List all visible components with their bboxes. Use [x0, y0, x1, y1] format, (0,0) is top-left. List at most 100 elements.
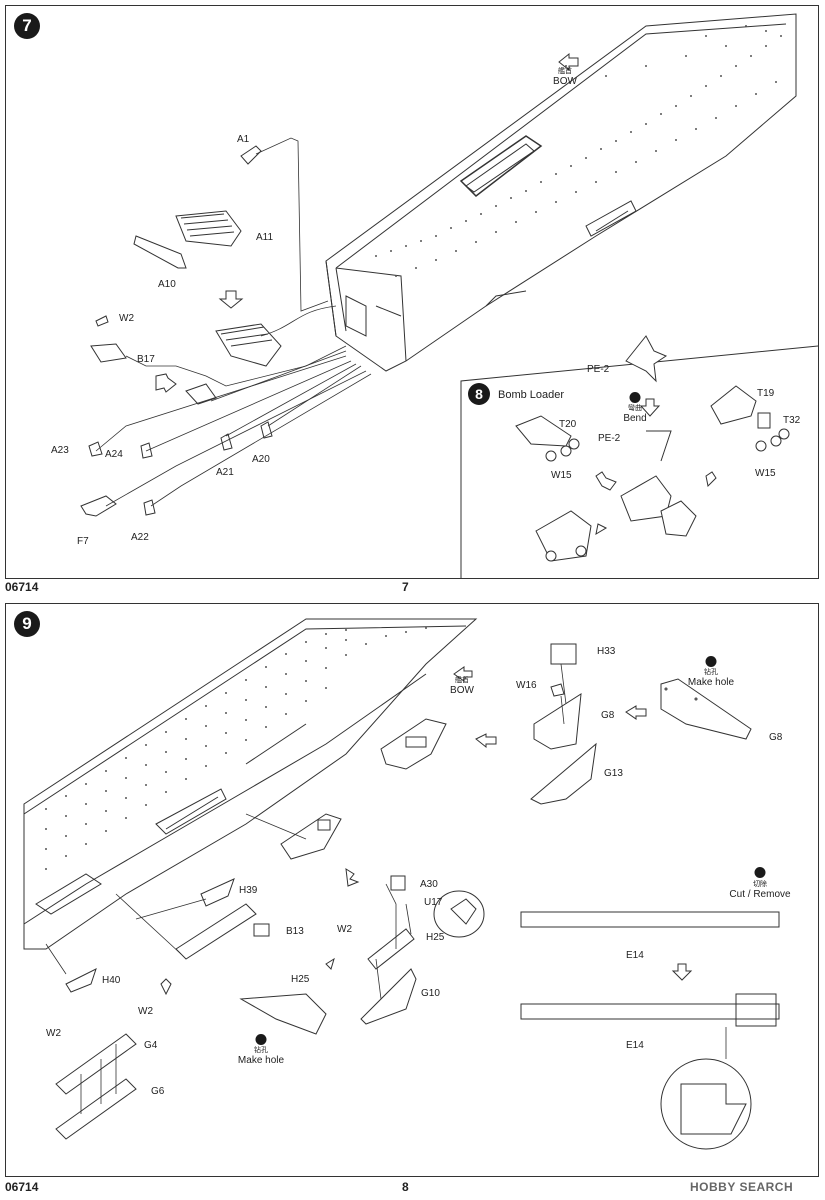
part-h39 [200, 878, 235, 907]
part-w2 [95, 315, 109, 327]
part-h40 [65, 968, 97, 993]
cut-remove-label-en: Cut / Remove [729, 889, 791, 900]
part-label-w2: W2 [119, 313, 134, 324]
step-9-badge: 9 [14, 611, 40, 637]
bomb-loader-left-frame [515, 415, 572, 447]
make-hole-label-cn-2: 钻孔 [254, 1047, 268, 1054]
make-hole-icon-2 [255, 1034, 267, 1045]
part-label-g8-assembly: G8 [601, 710, 615, 721]
part-label-g4: G4 [144, 1040, 158, 1051]
page-7-number: 7 [402, 580, 409, 594]
part-label-a11: A11 [256, 232, 274, 243]
step-7-badge: 7 [14, 13, 40, 39]
hull-section-stern [23, 618, 478, 950]
part-g10 [360, 968, 417, 1025]
cut-remove-label-cn: 切除 [753, 881, 767, 888]
leader-lines [95, 137, 372, 507]
part-b13 [253, 923, 270, 937]
part-label-a10: A10 [158, 279, 176, 290]
bow-label-en-2: BOW [450, 685, 474, 696]
bow-direction-arrow [558, 52, 579, 72]
bow-direction-arrow [453, 666, 473, 682]
step-7-panel: 7 艦首 BOW A1 A11 A10 W2 B17 A23 A24 A21 A… [5, 5, 819, 579]
part-w16 [550, 683, 565, 697]
part-a1 [240, 145, 262, 165]
part-h33 [550, 643, 577, 665]
make-hole-label-en-2: Make hole [237, 1055, 285, 1066]
step-9-drawing [23, 618, 780, 1150]
part-label-a24: A24 [105, 449, 123, 460]
cut-remove-icon [754, 867, 766, 878]
part-label-b13: B13 [286, 926, 304, 937]
part-label-a20: A20 [252, 454, 270, 465]
step-9-arrows [160, 705, 693, 996]
part-a23 [88, 441, 103, 457]
diagonal-arrow [155, 373, 177, 393]
step-7-drawing [80, 13, 818, 578]
part-label-h33: H33 [597, 646, 616, 657]
part-f7 [80, 495, 117, 517]
bend-label-cn: 彎曲 [628, 405, 642, 412]
part-h25 [239, 993, 327, 1035]
part-pe2-bottom [646, 430, 672, 462]
part-label-b17: B17 [137, 354, 155, 365]
bomb-loader-right-frame [710, 385, 757, 425]
part-label-w16: W16 [516, 680, 537, 691]
part-a21 [220, 433, 233, 451]
bend-label-en: Bend [623, 413, 647, 424]
part-label-h25-mounted: H25 [426, 932, 445, 943]
part-label-e14-top: E14 [626, 950, 644, 961]
part-h25-mounted [367, 928, 415, 970]
part-a30 [390, 875, 406, 891]
step-7-parts [80, 145, 282, 517]
e14-detail-callout [660, 1058, 752, 1150]
bomb-loader-assembly-b [660, 500, 697, 537]
part-a10 [133, 235, 187, 269]
bow-label-cn: 艦首 [558, 68, 572, 75]
part-label-pe2-top: PE-2 [587, 364, 610, 375]
part-label-a30: A30 [420, 879, 438, 890]
part-label-g6: G6 [151, 1086, 165, 1097]
part-label-a22: A22 [131, 532, 149, 543]
part-label-a1: A1 [237, 134, 250, 145]
step-9-leader-lines [45, 663, 727, 1114]
part-u17-callout [433, 890, 485, 938]
part-label-a21: A21 [216, 467, 234, 478]
part-label-u17: U17 [424, 897, 443, 908]
bow-label-en: BOW [553, 76, 577, 87]
part-pe2-top [625, 335, 668, 383]
part-h39-base [175, 903, 257, 960]
step-9-parts [55, 643, 780, 1150]
step-8-arrows [595, 398, 717, 536]
part-label-w2-top: W2 [138, 1006, 153, 1017]
part-g8 [660, 678, 752, 740]
part-label-pe2-bottom: PE-2 [598, 433, 621, 444]
part-small-bracket [185, 383, 217, 405]
page-7-catalog-number: 06714 [5, 580, 39, 594]
assembly-platform [280, 813, 342, 860]
part-label-g8: G8 [769, 732, 783, 743]
bomb-loader-assembly-a [620, 475, 672, 522]
part-b17 [90, 343, 127, 363]
part-label-f7: F7 [77, 536, 89, 547]
e14-detail-box [735, 993, 777, 1027]
bow-label-cn-2: 艦首 [455, 677, 469, 684]
part-label-w15-right: W15 [755, 468, 776, 479]
part-label-t32: T32 [783, 415, 801, 426]
hull-section-bow [325, 13, 797, 372]
part-deck-edge [215, 323, 282, 367]
part-label-e14-bottom: E14 [626, 1040, 644, 1051]
part-g8-assembly [533, 693, 582, 750]
part-label-g10: G10 [421, 988, 440, 999]
step-8-border [460, 345, 818, 578]
page-8-catalog-number: 06714 [5, 1180, 39, 1194]
make-hole-label-cn: 钻孔 [704, 669, 718, 676]
part-label-h40: H40 [102, 975, 121, 986]
part-u17-detail [450, 898, 477, 925]
make-hole-icon [705, 656, 717, 667]
part-label-a23: A23 [51, 445, 69, 456]
part-label-h39: H39 [239, 885, 258, 896]
step-9-panel: 9 艦首 BOW H33 W16 G8 G13 钻孔 Make hole G8 … [5, 603, 819, 1177]
part-label-w15-left: W15 [551, 470, 572, 481]
bend-icon [629, 392, 641, 403]
